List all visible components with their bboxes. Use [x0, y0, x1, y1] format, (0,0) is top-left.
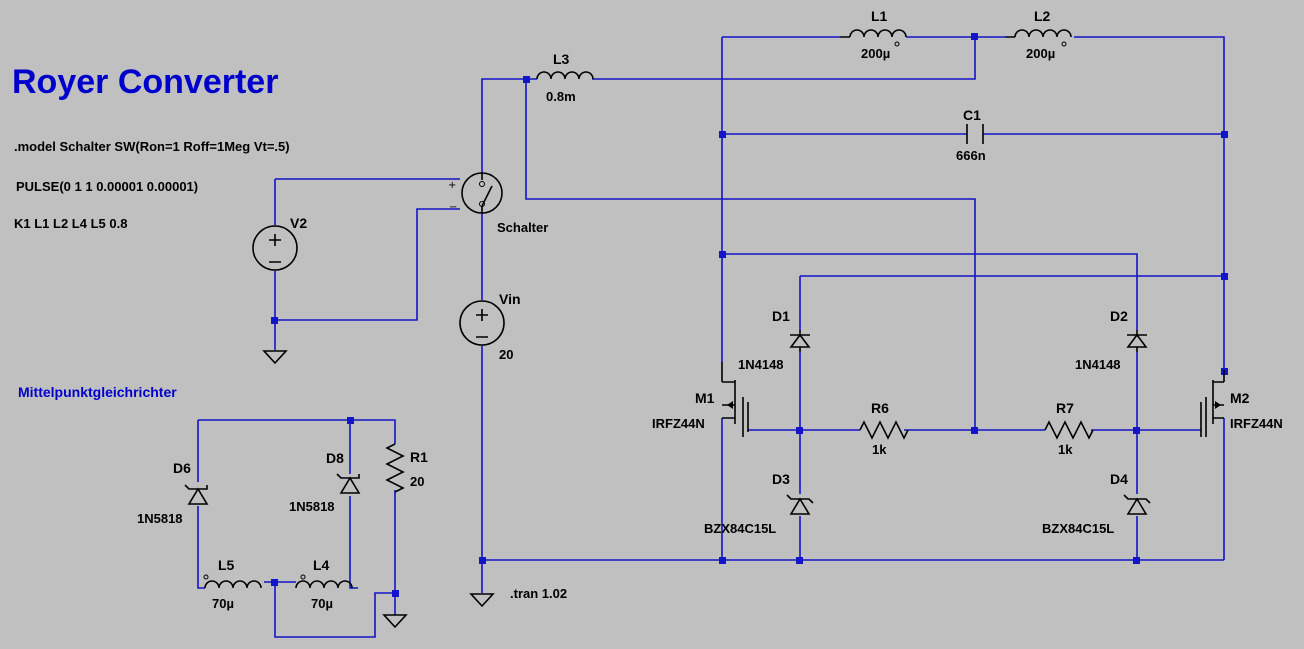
inductor-l2[interactable] — [1005, 29, 1072, 47]
l4-value: 70µ — [311, 596, 333, 611]
r6-value: 1k — [872, 442, 887, 457]
v2-name: V2 — [290, 215, 307, 231]
voltage-source-vin[interactable] — [459, 300, 505, 346]
inductor-l4[interactable] — [295, 574, 353, 589]
resistor-r6[interactable] — [859, 420, 909, 440]
d1-value: 1N4148 — [738, 357, 784, 372]
d4-value: BZX84C15L — [1042, 521, 1114, 536]
d3-value: BZX84C15L — [704, 521, 776, 536]
ground-symbol-v2 — [262, 350, 288, 365]
l5-name: L5 — [218, 557, 235, 573]
d8-value: 1N5818 — [289, 499, 335, 514]
inductor-l5[interactable] — [203, 574, 262, 589]
schottky-d8[interactable] — [336, 473, 361, 494]
l3-name: L3 — [553, 51, 570, 67]
directive-pulse: PULSE(0 1 1 0.00001 0.00001) — [16, 179, 198, 194]
diode-d1[interactable] — [789, 330, 811, 352]
svg-text:−: − — [449, 202, 457, 213]
c1-name: C1 — [963, 107, 981, 123]
l2-name: L2 — [1034, 8, 1051, 24]
svg-text:+: + — [448, 180, 456, 191]
vin-name: Vin — [499, 291, 521, 307]
c1-value: 666n — [956, 148, 986, 163]
capacitor-c1[interactable] — [966, 124, 984, 144]
d2-name: D2 — [1110, 308, 1128, 324]
r1-name: R1 — [410, 449, 428, 465]
m2-name: M2 — [1230, 390, 1250, 406]
r7-name: R7 — [1056, 400, 1074, 416]
l2-value: 200µ — [1026, 46, 1055, 61]
section-label: Mittelpunktgleichrichter — [18, 384, 177, 400]
voltage-source-v2[interactable] — [252, 225, 298, 271]
l5-value: 70µ — [212, 596, 234, 611]
m1-value: IRFZ44N — [652, 416, 705, 431]
ground-symbol-rectifier — [382, 614, 408, 629]
l3-value: 0.8m — [546, 89, 576, 104]
zener-d4[interactable] — [1123, 494, 1151, 515]
d1-name: D1 — [772, 308, 790, 324]
d2-value: 1N4148 — [1075, 357, 1121, 372]
inductor-l3[interactable] — [536, 71, 594, 80]
resistor-r7[interactable] — [1044, 420, 1094, 440]
l1-value: 200µ — [861, 46, 890, 61]
ground-symbol-main — [469, 593, 495, 608]
diode-d2[interactable] — [1126, 330, 1148, 352]
directive-model: .model Schalter SW(Ron=1 Roff=1Meg Vt=.5… — [14, 139, 290, 154]
mosfet-m2[interactable] — [1200, 370, 1225, 437]
d4-name: D4 — [1110, 471, 1128, 487]
m2-value: IRFZ44N — [1230, 416, 1283, 431]
d3-name: D3 — [772, 471, 790, 487]
switch-schalter[interactable]: + − — [448, 172, 503, 214]
zener-d3[interactable] — [786, 494, 814, 515]
schottky-d6[interactable] — [184, 484, 209, 505]
l4-name: L4 — [313, 557, 330, 573]
wires — [197, 36, 1225, 638]
r1-value: 20 — [410, 474, 424, 489]
resistor-r1[interactable] — [385, 443, 405, 493]
inductor-l1[interactable] — [840, 29, 907, 47]
m1-name: M1 — [695, 390, 715, 406]
d6-value: 1N5818 — [137, 511, 183, 526]
d6-name: D6 — [173, 460, 191, 476]
d8-name: D8 — [326, 450, 344, 466]
r6-name: R6 — [871, 400, 889, 416]
junction-dots — [271, 33, 1228, 597]
switch-name: Schalter — [497, 220, 548, 235]
r7-value: 1k — [1058, 442, 1073, 457]
directive-coupling: K1 L1 L2 L4 L5 0.8 — [14, 216, 127, 231]
l1-name: L1 — [871, 8, 888, 24]
vin-value: 20 — [499, 347, 513, 362]
page-title: Royer Converter — [12, 63, 278, 101]
mosfet-m1[interactable] — [721, 362, 749, 437]
directive-tran: .tran 1.02 — [510, 586, 567, 601]
